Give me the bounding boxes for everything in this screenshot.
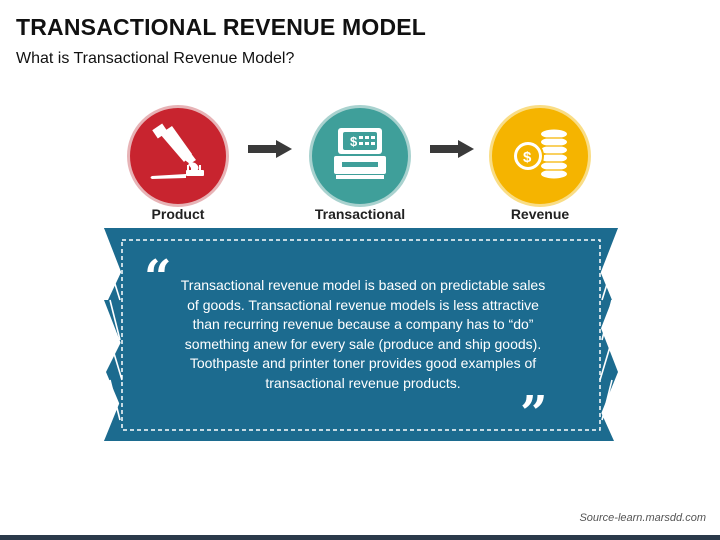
step-label-product: Product [151, 206, 205, 222]
toothpaste-icon [150, 123, 204, 179]
page-subtitle: What is Transactional Revenue Model? [16, 50, 295, 67]
svg-text:$: $ [350, 134, 358, 149]
cash-register-icon: $ [334, 128, 386, 179]
quote-text: Transactional revenue model is based on … [180, 277, 546, 391]
transactional-circle: $ [309, 105, 411, 207]
coins-icon: $ [512, 129, 567, 179]
page-title: TRANSACTIONAL REVENUE MODEL [16, 14, 427, 40]
revenue-circle: $ [489, 105, 591, 207]
source-credit: Source-learn.marsdd.com [579, 512, 706, 524]
open-quote-icon: “ [144, 250, 172, 306]
product-circle [127, 105, 229, 207]
step-label-revenue: Revenue [510, 206, 570, 222]
arrow-right-icon [430, 140, 474, 158]
step-label-transactional: Transactional [314, 206, 406, 222]
arrow-right-icon [248, 140, 292, 158]
svg-text:$: $ [523, 149, 532, 166]
bottom-bar [0, 535, 720, 540]
close-quote-icon: ” [520, 386, 548, 442]
